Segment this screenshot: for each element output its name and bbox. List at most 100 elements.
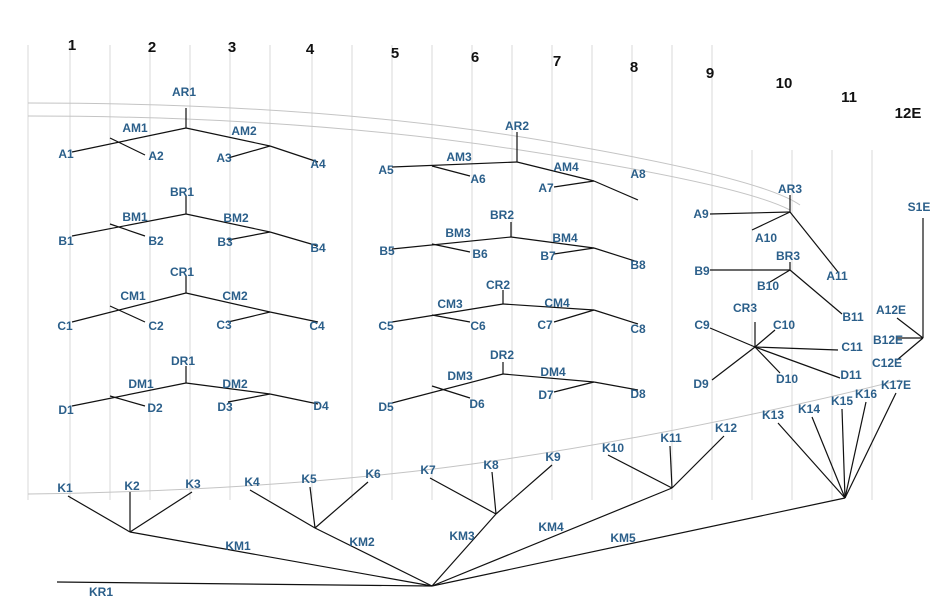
connector-line bbox=[593, 180, 639, 201]
connector-line bbox=[491, 471, 497, 515]
connector-line bbox=[553, 381, 595, 393]
node-label-d4: D4 bbox=[313, 399, 329, 413]
node-label-c12e: C12E bbox=[872, 356, 902, 370]
node-label-a7: A7 bbox=[538, 181, 554, 195]
connector-line bbox=[185, 213, 271, 233]
node-label-c7: C7 bbox=[537, 318, 553, 332]
node-label-k13: K13 bbox=[762, 408, 784, 422]
connector-line bbox=[789, 269, 843, 315]
node-label-b12e: B12E bbox=[873, 333, 903, 347]
node-label-k5: K5 bbox=[301, 472, 317, 486]
node-label-k8: K8 bbox=[483, 458, 499, 472]
connector-line bbox=[71, 382, 187, 407]
column-number: 12E bbox=[895, 105, 922, 122]
node-label-c1: C1 bbox=[57, 319, 73, 333]
connector-line bbox=[769, 269, 791, 283]
node-label-a5: A5 bbox=[378, 163, 394, 177]
node-label-b6: B6 bbox=[472, 247, 488, 261]
connector-line bbox=[109, 223, 146, 237]
connector-line bbox=[669, 445, 673, 489]
node-label-k10: K10 bbox=[602, 441, 624, 455]
node-label-c10: C10 bbox=[773, 318, 795, 332]
connector-line bbox=[269, 145, 319, 163]
connector-line bbox=[71, 292, 187, 323]
connector-line bbox=[109, 305, 146, 323]
node-label-d1: D1 bbox=[58, 403, 74, 417]
connector-line bbox=[811, 416, 846, 499]
node-label-d8: D8 bbox=[630, 387, 646, 401]
connector-line bbox=[391, 236, 512, 250]
node-label-cr1: CR1 bbox=[170, 265, 194, 279]
connector-line bbox=[391, 161, 518, 168]
node-label-br1: BR1 bbox=[170, 185, 194, 199]
connector-line bbox=[129, 531, 433, 587]
node-label-bm1: BM1 bbox=[122, 210, 148, 224]
node-label-c6: C6 bbox=[470, 319, 486, 333]
node-label-b11: B11 bbox=[842, 310, 864, 324]
connector-line bbox=[431, 314, 471, 323]
node-label-dm1: DM1 bbox=[128, 377, 154, 391]
node-label-c11: C11 bbox=[841, 340, 863, 354]
connector-line bbox=[844, 392, 897, 499]
node-label-k7: K7 bbox=[420, 463, 436, 477]
connector-line bbox=[553, 247, 595, 255]
connector-line bbox=[431, 165, 471, 177]
connector-line bbox=[709, 327, 756, 348]
node-label-k3: K3 bbox=[185, 477, 201, 491]
connector-line bbox=[185, 382, 271, 395]
column-number: 6 bbox=[471, 49, 479, 66]
node-label-b10: B10 bbox=[757, 279, 779, 293]
node-label-km1: KM1 bbox=[225, 539, 251, 553]
column-number: 11 bbox=[841, 89, 857, 106]
node-label-bm3: BM3 bbox=[445, 226, 471, 240]
node-label-b7: B7 bbox=[540, 249, 556, 263]
node-label-b3: B3 bbox=[217, 235, 233, 249]
connector-line bbox=[789, 211, 839, 273]
connector-line bbox=[71, 213, 187, 237]
node-label-k6: K6 bbox=[365, 467, 381, 481]
connector-line bbox=[56, 581, 433, 587]
connector-line bbox=[516, 161, 595, 182]
node-label-b8: B8 bbox=[630, 258, 646, 272]
node-label-a1: A1 bbox=[58, 147, 74, 161]
node-label-am1: AM1 bbox=[122, 121, 148, 135]
connector-line bbox=[309, 486, 316, 529]
node-label-ar2: AR2 bbox=[505, 119, 529, 133]
connector-line bbox=[777, 422, 846, 499]
connector-line bbox=[227, 145, 271, 159]
node-label-km5: KM5 bbox=[610, 531, 636, 545]
connector-line bbox=[841, 408, 846, 499]
node-label-a8: A8 bbox=[630, 167, 646, 181]
node-label-a10: A10 bbox=[755, 231, 777, 245]
node-label-bm4: BM4 bbox=[552, 231, 578, 245]
node-label-d9: D9 bbox=[693, 377, 709, 391]
connector-line bbox=[227, 231, 271, 241]
node-label-c2: C2 bbox=[148, 319, 164, 333]
node-label-b4: B4 bbox=[310, 241, 326, 255]
node-label-a6: A6 bbox=[470, 172, 486, 186]
node-label-a4: A4 bbox=[310, 157, 326, 171]
node-label-k16: K16 bbox=[855, 387, 877, 401]
connector-line bbox=[185, 292, 271, 313]
connector-line bbox=[754, 346, 841, 379]
node-label-d2: D2 bbox=[147, 401, 163, 415]
connector-line bbox=[711, 346, 756, 381]
connector-line bbox=[227, 393, 271, 403]
connector-line bbox=[754, 346, 839, 351]
node-label-a3: A3 bbox=[216, 151, 232, 165]
connector-line bbox=[71, 127, 187, 153]
node-label-k17e: K17E bbox=[881, 378, 911, 392]
connector-line bbox=[314, 481, 369, 529]
connector-line bbox=[754, 329, 776, 348]
node-label-ar1: AR1 bbox=[172, 85, 196, 99]
node-label-d11: D11 bbox=[840, 368, 862, 382]
connector-line bbox=[67, 495, 131, 533]
node-label-a11: A11 bbox=[826, 269, 848, 283]
node-label-a2: A2 bbox=[148, 149, 164, 163]
node-label-a12e: A12E bbox=[876, 303, 906, 317]
connector-line bbox=[109, 137, 146, 156]
node-label-dm2: DM2 bbox=[222, 377, 248, 391]
node-label-d6: D6 bbox=[469, 397, 485, 411]
node-label-c5: C5 bbox=[378, 319, 394, 333]
connector-line bbox=[751, 211, 791, 231]
